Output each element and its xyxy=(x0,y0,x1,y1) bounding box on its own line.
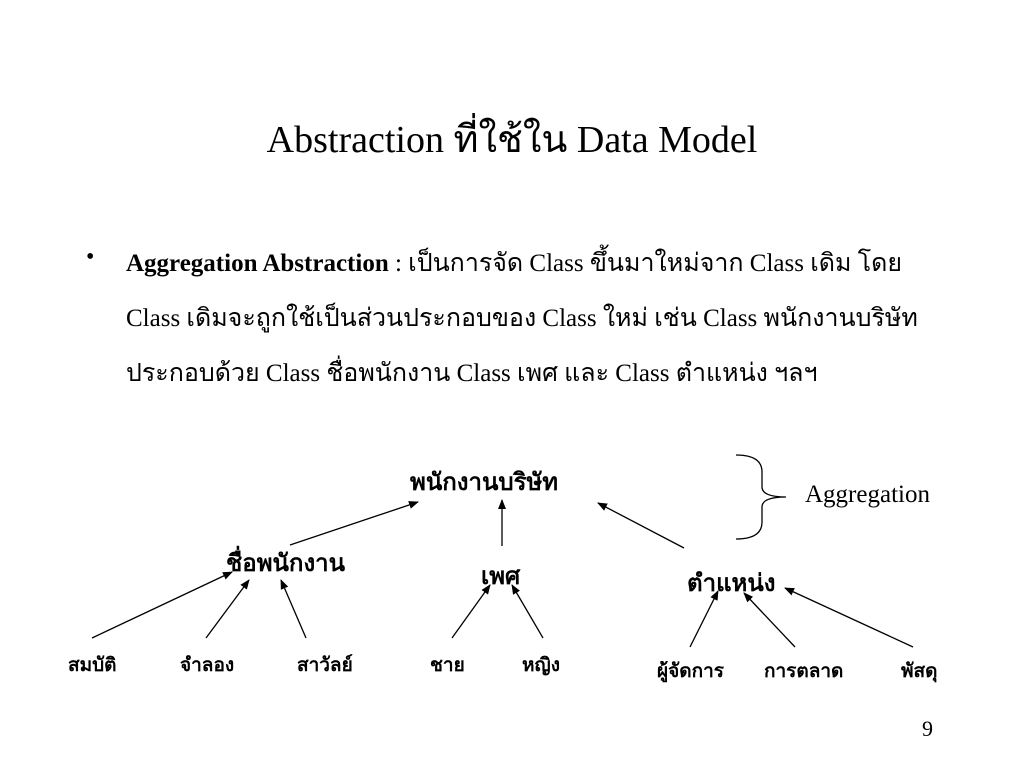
arrow-leaf-position-1 xyxy=(689,590,719,648)
leaf-position-2: การตลาด xyxy=(764,661,844,682)
aggregation-label: Aggregation xyxy=(805,481,930,508)
root-node: พนักงานบริษัท xyxy=(410,470,559,496)
arrow-leaf-name-1 xyxy=(91,571,233,639)
leaf-gender-2: หญิง xyxy=(522,655,560,676)
bullet-text: : เป็นการจัด Class ขึ้นมาใหม่จาก Class เ… xyxy=(126,250,918,387)
arrow-leaf-gender-1 xyxy=(451,584,491,639)
leaf-position-1: ผู้จัดการ xyxy=(657,661,724,682)
leaf-name-3: สาวัลย์ xyxy=(297,655,353,676)
bullet-term: Aggregation Abstraction xyxy=(126,250,389,277)
page-number: 9 xyxy=(922,716,933,741)
leaf-name-1: สมบัติ xyxy=(68,655,117,676)
bullet-paragraph: Aggregation Abstraction : เป็นการจัด Cla… xyxy=(126,236,946,401)
child-node-name: ชื่อพนักงาน xyxy=(226,551,346,577)
leaf-position-3: พัสดุ xyxy=(901,661,938,682)
arrow-leaf-name-3 xyxy=(280,579,307,639)
arrow-name-to-root xyxy=(289,501,419,546)
leaf-name-2: จำลอง xyxy=(180,655,235,676)
arrow-leaf-position-2 xyxy=(743,592,796,648)
leaf-gender-1: ชาย xyxy=(430,655,465,676)
slide-title: Abstraction ที่ใช้ใน Data Model xyxy=(266,119,758,161)
arrow-leaf-gender-2 xyxy=(511,584,544,639)
bullet-marker: • xyxy=(86,244,95,270)
child-node-position: ตำแหน่ง xyxy=(687,571,776,597)
aggregation-brace xyxy=(735,454,787,540)
arrow-leaf-name-2 xyxy=(205,579,250,639)
arrow-leaf-position-3 xyxy=(784,587,914,648)
arrow-position-to-root xyxy=(597,502,685,549)
